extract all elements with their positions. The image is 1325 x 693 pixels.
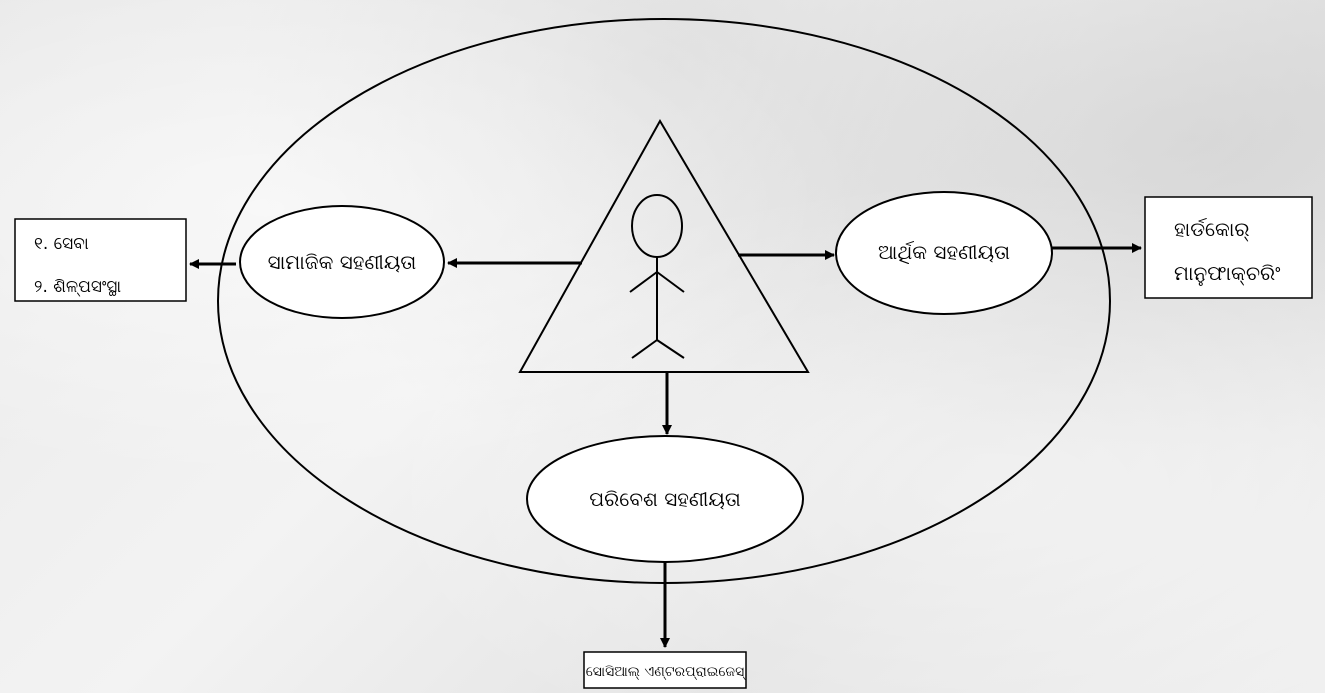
bottom-box-label: ସୋସିଆଲ୍ ଏଣ୍ଟରପ୍ରାଇଜେସ୍ [586,664,747,680]
right-box-line2: ମାନୁଫାକ୍‌ଚରିଂ [1174,261,1280,286]
right-box [1144,196,1313,299]
center-triangle [518,118,810,373]
economic-sustainability-ellipse [835,191,1053,315]
right-box-line1: ହାର୍ଡକୋର୍ [1174,217,1250,241]
bottom-box [583,651,747,689]
person-stick-figure-icon [629,194,685,359]
left-box [14,218,187,302]
economic-sustainability-label: ଆର୍ଥିକ ସହଣୀୟତା [878,240,1010,264]
social-sustainability-label: ସାମାଜିକ ସହଣୀୟତା [268,250,417,274]
left-box-line2: ୨. ଶିଳ୍ପସଂସ୍ଥା [34,277,121,297]
left-box-line1: ୧. ସେବା [34,234,89,254]
environmental-sustainability-label: ପରିବେଶ ସହଣୀୟତା [589,487,741,511]
social-sustainability-ellipse [239,205,445,319]
